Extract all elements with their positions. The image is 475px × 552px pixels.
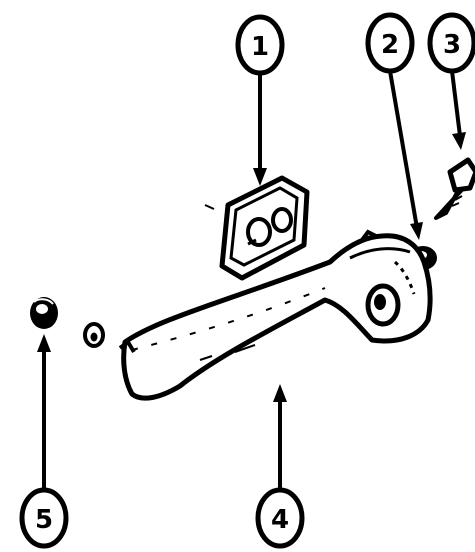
callout-4: 4 <box>255 487 305 549</box>
callout-2: 2 <box>365 12 415 74</box>
callout-5: 5 <box>19 487 69 549</box>
screw <box>434 157 475 220</box>
leader-line-3 <box>450 70 462 137</box>
leader-line-2 <box>388 70 419 229</box>
leader-arrow-4 <box>273 384 287 402</box>
callout-2-label: 2 <box>381 30 399 60</box>
callout-4-label: 4 <box>271 505 289 535</box>
callout-1-label: 1 <box>251 32 269 62</box>
tick-mark <box>204 204 215 210</box>
leader-arrow-1 <box>253 168 267 186</box>
handle-rim-edge <box>349 247 411 260</box>
escutcheon-hole-right <box>271 207 293 233</box>
leader-arrow-2 <box>410 222 423 240</box>
callout-3-label: 3 <box>443 30 461 60</box>
plug-cap <box>30 297 58 329</box>
escutcheon-hole-left <box>246 217 272 247</box>
callout-3: 3 <box>427 12 475 74</box>
pull-handle <box>118 229 433 401</box>
leader-arrow-5 <box>37 334 51 352</box>
callout-1: 1 <box>235 14 285 76</box>
escutcheon-plate <box>219 175 310 281</box>
leader-arrow-3 <box>452 132 466 150</box>
grommet <box>83 322 105 348</box>
callout-5-label: 5 <box>35 505 53 535</box>
